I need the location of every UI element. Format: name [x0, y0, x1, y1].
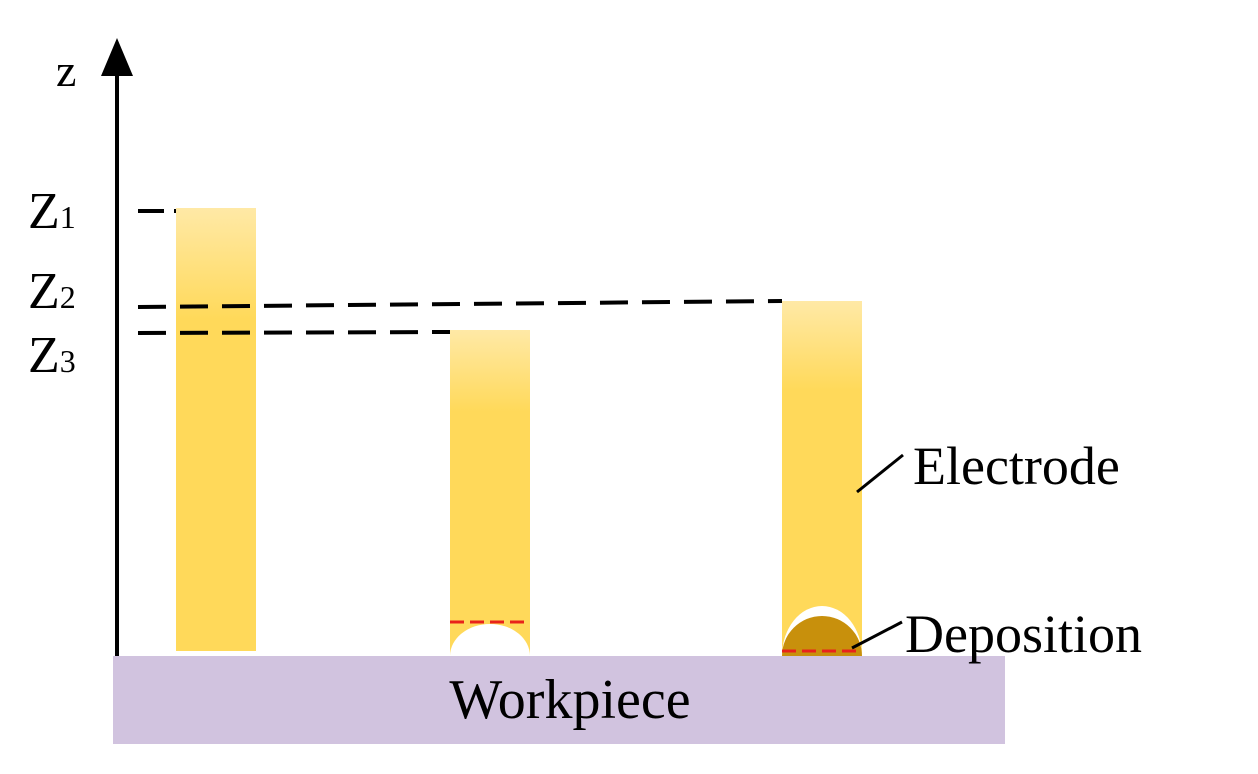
z-axis-label: z [56, 45, 76, 96]
deposition-label: Deposition [905, 604, 1142, 664]
workpiece-label: Workpiece [449, 669, 690, 731]
workpiece-block [113, 656, 1005, 744]
z-axis-arrowhead [101, 38, 133, 76]
deposition-leader-line [851, 620, 903, 650]
electrode-2 [450, 330, 530, 655]
z2-label: Z2 [28, 263, 76, 320]
electrode-2-crater [450, 624, 530, 656]
z3-label: Z3 [28, 327, 76, 384]
electrode-3 [782, 301, 862, 656]
electrode-leader-line [856, 453, 904, 494]
electrode-label: Electrode [913, 436, 1120, 496]
deposition-mound [782, 616, 862, 656]
z3-dashed-line [137, 330, 451, 335]
electrode-1 [176, 208, 256, 651]
z1-label: Z1 [28, 183, 76, 240]
z2-dashed-line [137, 299, 783, 309]
